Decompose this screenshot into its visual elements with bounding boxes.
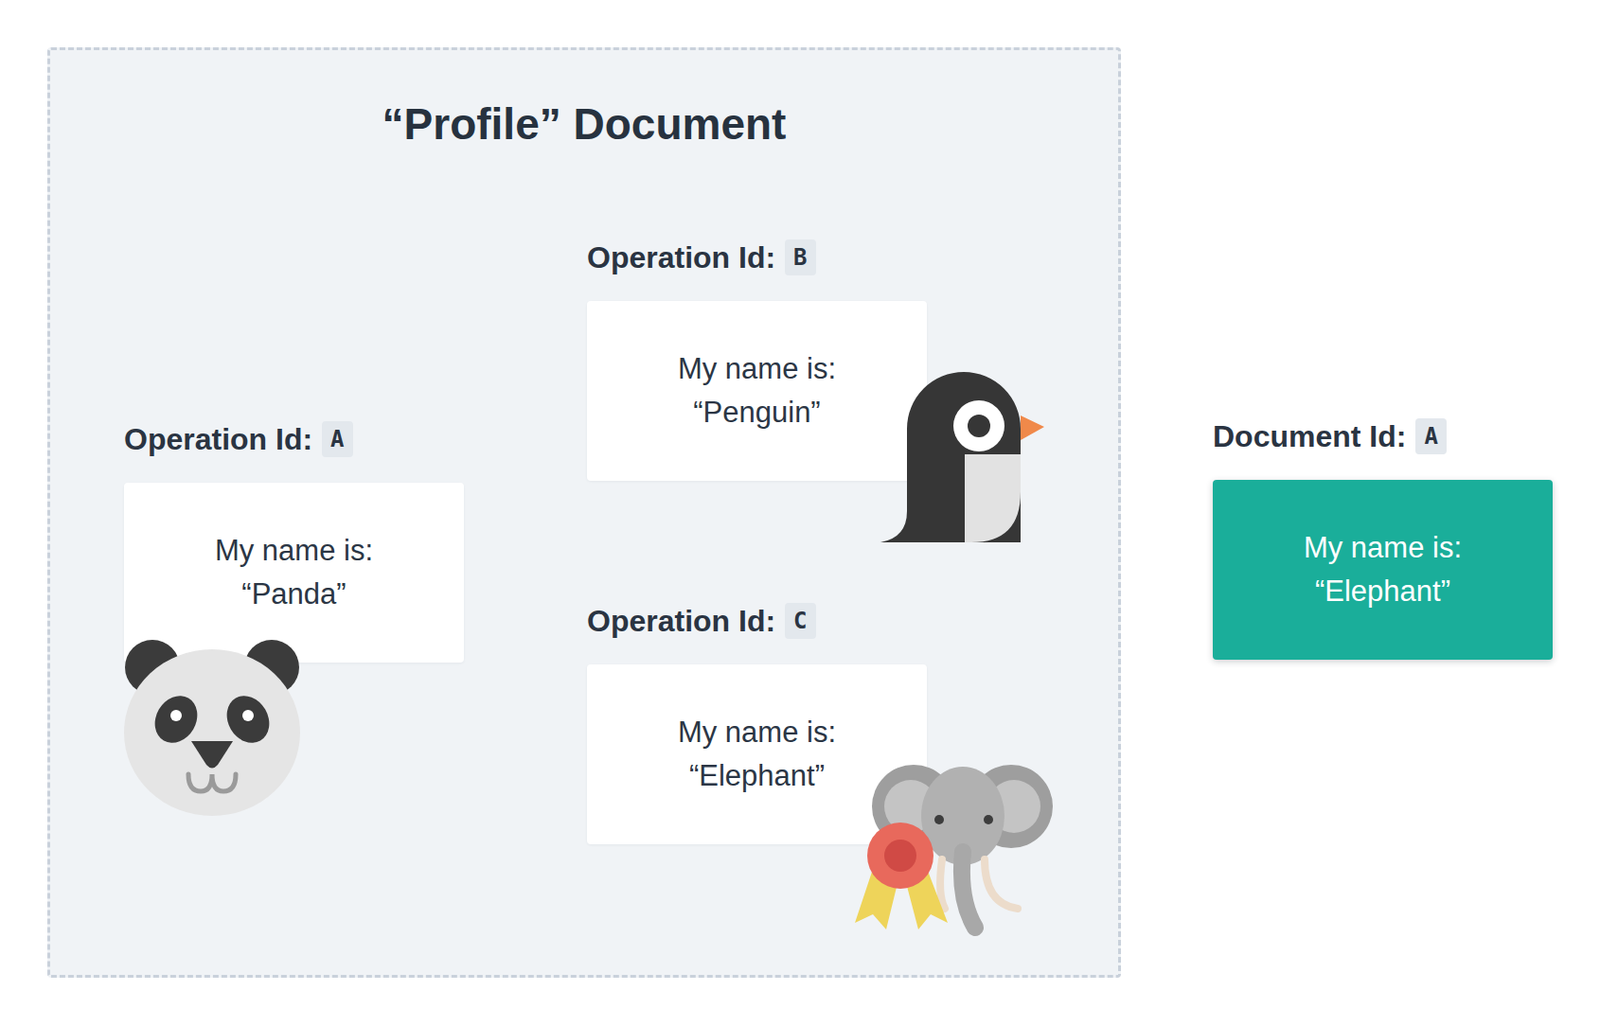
panda-eye [170, 710, 182, 722]
panda-eye-patch [146, 688, 206, 751]
elephant-inner-ear [987, 780, 1041, 834]
penguin-pupil [967, 414, 991, 438]
penguin-icon [880, 372, 1045, 543]
elephant-eye [983, 815, 994, 825]
document-box: Document Id:AMy name is: “Elephant” [1212, 480, 1553, 660]
penguin-body [880, 372, 1021, 543]
ribbon-tail [904, 866, 948, 930]
panda-eye [242, 710, 254, 722]
heading-row: Operation Id:B [586, 238, 817, 277]
operation-box: Operation Id:AMy name is: “Panda” [124, 482, 464, 663]
penguin-eye [953, 400, 1005, 452]
panda-icon [124, 640, 301, 817]
penguin-belly [964, 454, 1021, 543]
id-heading: Operation Id: [586, 602, 776, 640]
panda-face [124, 649, 301, 817]
ribbon-rosette [867, 822, 934, 889]
name-text: My name is: “Panda” [185, 529, 404, 617]
elephant-ear [871, 764, 956, 849]
panda-eye-patch [218, 688, 278, 751]
id-badge: C [784, 603, 816, 640]
heading-row: Operation Id:C [586, 602, 817, 640]
operation-box: Operation Id:CMy name is: “Elephant” [586, 664, 927, 845]
id-badge: A [1415, 418, 1446, 455]
heading-row: Operation Id:A [124, 420, 354, 459]
group-region: “Profile” DocumentOperation Id:AMy name … [47, 47, 1121, 978]
panda-ear [244, 640, 300, 695]
elephant-eye [934, 815, 944, 825]
panda-nose [191, 741, 233, 769]
elephant-tusk [940, 859, 945, 909]
ribbon-tail [854, 866, 900, 930]
id-badge: A [321, 421, 353, 458]
name-text: My name is: “Penguin” [648, 347, 867, 435]
elephant-tusk [984, 859, 1018, 909]
id-badge: B [784, 239, 816, 276]
group-title: “Profile” Document [50, 97, 1119, 151]
panda-ear [124, 640, 180, 695]
id-heading: Document Id: [1212, 417, 1406, 456]
penguin-beak [1020, 415, 1045, 441]
ribbon-center [884, 839, 917, 872]
elephant-icon [854, 764, 1053, 930]
elephant-inner-ear [884, 780, 938, 834]
elephant-trunk [961, 852, 976, 928]
elephant-head [921, 766, 1005, 866]
id-heading: Operation Id: [586, 238, 776, 277]
elephant-ear [969, 764, 1053, 849]
panda-mouth [188, 774, 236, 792]
name-text: My name is: “Elephant” [648, 711, 867, 799]
heading-row: Document Id:A [1212, 417, 1447, 456]
id-heading: Operation Id: [124, 420, 313, 459]
name-text: My name is: “Elephant” [1274, 526, 1493, 614]
operation-box: Operation Id:BMy name is: “Penguin” [586, 301, 927, 481]
